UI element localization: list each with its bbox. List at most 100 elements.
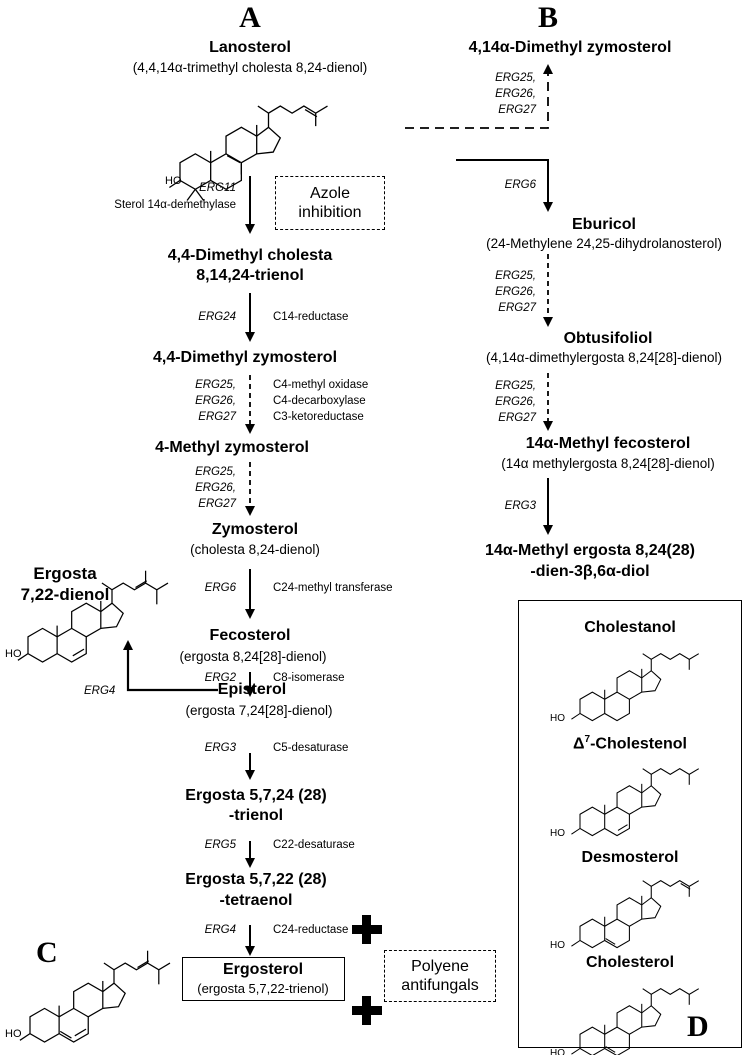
panel-label-a: A [239,1,261,34]
b-to-fecosterol-gene-1: ERG25, [495,380,536,392]
methyl-zymosterol-name: 4-Methyl zymosterol [155,439,309,456]
step3-enzyme-1: C4-methyl oxidase [273,379,369,391]
methyl-fecosterol-sub: (14α methylergosta 8,24[28]-dienol) [501,456,715,471]
erg4-gene: ERG4 [204,924,236,936]
cholestenol-structure [570,768,700,837]
erg2-gene: ERG2 [204,672,236,684]
cholesterol-name: Cholesterol [585,954,675,971]
cholestanol-name: Cholestanol [584,619,676,636]
b-to-dimethyl-gene-2: ERG26, [495,88,536,100]
step3-enzyme-3: C3-ketoreductase [273,411,364,423]
azole-line2: inhibition [298,204,362,221]
b-to-fecosterol-gene-2: ERG26, [495,396,536,408]
b-to-dimethyl-gene-1: ERG25, [495,72,536,84]
azole-inhibition-box: Azole inhibition [275,176,385,230]
lanosterol-structure [168,105,329,201]
erg4-enzyme: C24-reductase [273,924,349,936]
cholestenol-rest: -Cholestenol [590,735,687,753]
lanosterol-sub: (4,4,14α-trimethyl cholesta 8,24-dienol) [132,60,368,75]
dimethyl-cholesta-name-2: 8,14,24-trienol [196,267,304,284]
step3-gene-1: ERG25, [195,379,236,391]
zymosterol-name: Zymosterol [211,521,299,538]
lanosterol-ho: HO [165,175,182,187]
ergosta-tetraenol-name-2: -tetraenol [219,892,293,909]
step3-gene-2: ERG26, [195,395,236,407]
episterol-sub: (ergosta 7,24[28]-dienol) [185,703,333,718]
b-erg6-gene: ERG6 [504,179,536,191]
b-to-obtusifoliol-gene-3: ERG27 [498,302,536,314]
cholestanol-ho: HO [550,713,565,724]
erg6-gene: ERG6 [204,582,236,594]
erg11-gene: ERG11 [199,182,236,194]
lanosterol-name: Lanosterol [209,39,291,56]
arrow-erg4-branch [123,640,218,692]
diol-name-1: 14α-Methyl ergosta 8,24(28) [485,542,695,559]
eburicol-name: Eburicol [571,216,637,233]
b-to-obtusifoliol-gene-2: ERG26, [495,286,536,298]
fecosterol-name: Fecosterol [209,627,291,644]
ergosterol-name: Ergosterol [222,961,304,978]
panel-d-frame [518,600,742,1048]
erg5-enzyme: C22-desaturase [273,839,355,851]
methyl-fecosterol-name: 14α-Methyl fecosterol [525,435,691,452]
cholestenol-name: Δ7-Cholestenol [573,735,687,752]
b-erg3-gene: ERG3 [504,500,536,512]
erg2-enzyme: C8-isomerase [273,672,345,684]
desmosterol-structure [570,880,700,949]
ergosta-dienol-name-2: 7,22-dienol [20,585,110,604]
erg3-gene: ERG3 [204,742,236,754]
erg6-enzyme: C24-methyl transferase [273,582,393,594]
erg11-enzyme: Sterol 14α-demethylase [114,199,236,211]
arrow-to-b-dashed [405,64,553,129]
ergosta-dienol-ho: HO [5,648,22,660]
diol-name-2: -dien-3β,6α-diol [530,563,650,580]
fecosterol-sub: (ergosta 8,24[28]-dienol) [179,649,327,664]
dimethyl-zymosterol-name: 4,4-Dimethyl zymosterol [152,349,338,366]
ergosterol-ho: HO [5,1028,22,1040]
ergosta-tetraenol-name-1: Ergosta 5,7,22 (28) [185,871,327,888]
polyene-antifungals-box: Polyene antifungals [384,950,496,1002]
desmosterol-name: Desmosterol [581,849,679,866]
b-to-dimethyl-gene-3: ERG27 [498,104,536,116]
cholesterol-ho: HO [550,1048,565,1055]
eburicol-sub: (24-Methylene 24,25-dihydrolanosterol) [486,236,722,251]
ergosterol-structure [19,950,171,1043]
panel-label-b: B [537,1,559,34]
cholestenol-sup: 7 [584,734,591,745]
panel-label-c: C [36,936,58,969]
step3-enzyme-2: C4-decarboxylase [273,395,366,407]
plus-sign-bottom [352,996,382,1025]
panel-label-d: D [687,1010,709,1043]
plus-sign-top [352,915,382,944]
zymosterol-sub: (cholesta 8,24-dienol) [190,542,320,557]
cholestenol-ho: HO [550,828,565,839]
ergosterol-box [182,957,345,1001]
azole-line1: Azole [309,184,351,202]
erg24-gene: ERG24 [198,311,236,323]
dimethyl-cholesta-name-1: 4,4-Dimethyl cholesta [167,247,333,264]
step4-gene-3: ERG27 [198,498,236,510]
obtusifoliol-sub: (4,14α-dimethylergosta 8,24[28]-dienol) [486,350,722,365]
polyene-line2: antifungals [401,977,479,994]
ergosta-trienol-name-1: Ergosta 5,7,24 (28) [185,787,327,804]
ergosta-trienol-name-2: -trienol [228,807,284,824]
ergosterol-sub: (ergosta 5,7,22-trienol) [197,981,329,996]
b-dimethyl-zymosterol-name: 4,14α-Dimethyl zymosterol [468,39,672,56]
episterol-name: Episterol [217,681,287,698]
branch-erg4-gene: ERG4 [84,685,116,697]
step4-gene-2: ERG26, [195,482,236,494]
polyene-line1: Polyene [411,957,469,975]
b-to-fecosterol-gene-3: ERG27 [498,412,536,424]
ergosta-dienol-structure [17,570,169,663]
step3-gene-3: ERG27 [198,411,236,423]
step4-gene-1: ERG25, [195,466,236,478]
arrow-to-b-solid [456,159,553,212]
cholestenol-delta: Δ [573,735,585,753]
ergosta-dienol-name-1: Ergosta [33,564,97,583]
erg3-enzyme: C5-desaturase [273,742,349,754]
desmosterol-ho: HO [550,940,565,951]
erg24-enzyme: C14-reductase [273,311,349,323]
b-to-obtusifoliol-gene-1: ERG25, [495,270,536,282]
